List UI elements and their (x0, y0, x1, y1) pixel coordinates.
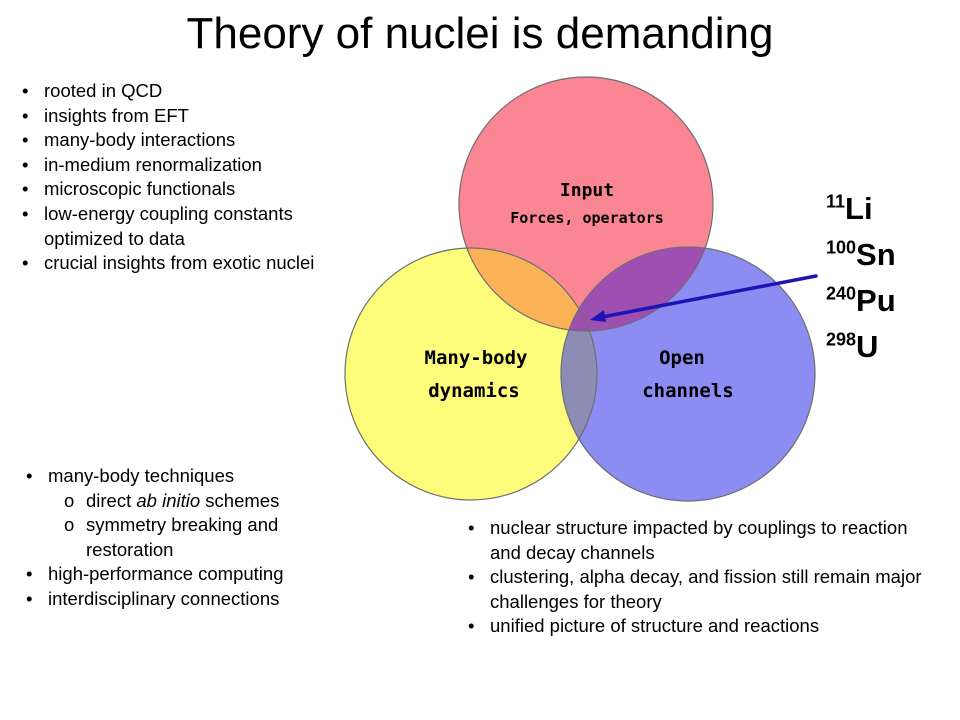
list-item: clustering, alpha decay, and fission sti… (468, 565, 928, 614)
list-item: nuclear structure impacted by couplings … (468, 516, 928, 565)
nuclei-arrow-head (590, 310, 606, 322)
list-item: unified picture of structure and reactio… (468, 614, 928, 639)
list-item: interdisciplinary connections (26, 587, 386, 612)
element-symbol: Pu (856, 283, 896, 318)
list-item: high-performance computing (26, 562, 386, 587)
nuclei-arrow-line (600, 274, 818, 319)
input-label: Input (560, 180, 614, 201)
manybody-label-line2: dynamics (428, 380, 520, 402)
input-sublabel: Forces, operators (510, 209, 664, 227)
list-item: low-energy coupling constants optimized … (22, 202, 369, 251)
slide-title: Theory of nuclei is demanding (186, 9, 774, 58)
element-symbol: Sn (856, 237, 896, 272)
sub-item-pre: symmetry breaking and restoration (86, 514, 279, 560)
manybody-label: Many-body (425, 347, 528, 369)
list-item: microscopic functionals (22, 177, 382, 202)
open-channels-circle-outline (560, 246, 816, 502)
open-channels-label: Open (659, 347, 705, 369)
overlap-input-open (561, 247, 713, 331)
nucleus-sn: 100Sn (826, 238, 896, 272)
qcd-bullet-list: rooted in QCD insights from EFT many-bod… (22, 79, 382, 276)
list-item-label: many-body techniques (48, 465, 235, 486)
list-item: many-body interactions (22, 128, 382, 153)
sub-item-emphasis: ab initio (136, 489, 201, 511)
overlap-input-manybody (459, 248, 597, 331)
mass-number: 298 (826, 329, 857, 350)
list-item: in-medium renormalization (22, 153, 382, 178)
reactions-bullet-list: nuclear structure impacted by couplings … (468, 516, 928, 639)
mass-number: 240 (826, 283, 857, 304)
nucleus-li: 11Li (826, 192, 873, 226)
manybody-circle-outline (344, 247, 598, 501)
mass-number: 100 (826, 237, 857, 258)
sub-list-item: symmetry breaking and restoration (26, 513, 341, 562)
techniques-bullet-list: many-body techniques direct ab initio sc… (26, 464, 386, 612)
element-symbol: U (856, 329, 879, 364)
sub-item-post: schemes (200, 489, 280, 511)
sub-list: direct ab initio schemes symmetry breaki… (26, 489, 386, 563)
list-item: rooted in QCD (22, 79, 382, 104)
open-channels-label-line2: channels (642, 380, 734, 402)
input-circle-outline (458, 76, 714, 332)
nucleus-pu: 240Pu (826, 284, 896, 318)
sub-list-item: direct ab initio schemes (26, 489, 386, 514)
nucleus-u: 298U (826, 330, 878, 364)
sub-item-pre: direct (86, 489, 137, 511)
mass-number: 11 (826, 191, 846, 212)
element-symbol: Li (845, 191, 873, 226)
list-item: insights from EFT (22, 104, 382, 129)
list-item: crucial insights from exotic nuclei (22, 251, 349, 276)
list-item: many-body techniques direct ab initio sc… (26, 464, 386, 562)
